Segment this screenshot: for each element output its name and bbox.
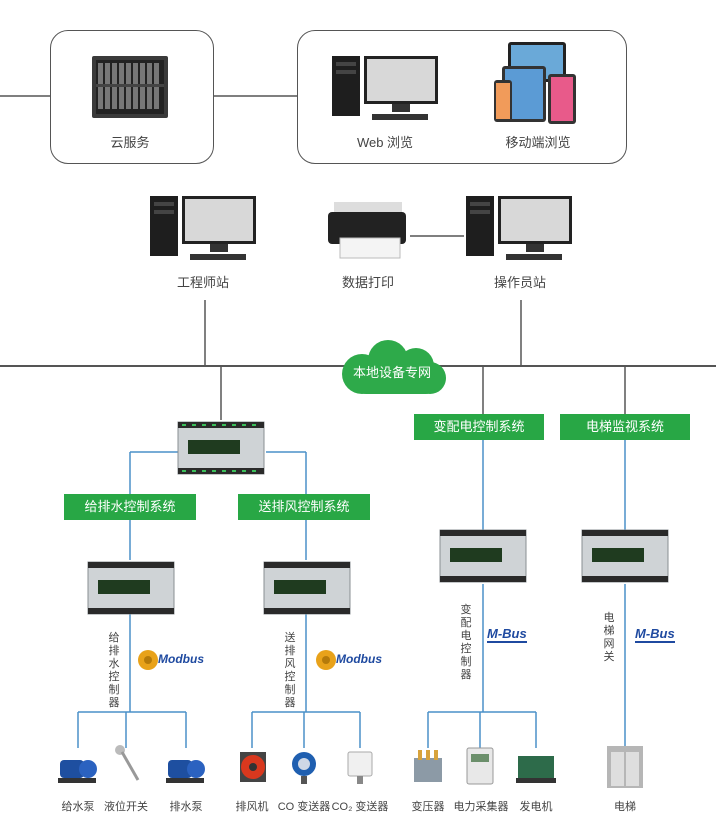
elevator-label: 电梯 bbox=[614, 801, 636, 813]
network-label: 本地设备专网 bbox=[352, 365, 431, 380]
modbus-logo bbox=[138, 650, 158, 670]
mobile-devices-icon bbox=[494, 42, 576, 124]
supply-pump-label: 给水泵 bbox=[61, 801, 95, 813]
power-controller-label: 变配电控制器 bbox=[460, 604, 472, 681]
transformer-label: 变压器 bbox=[411, 801, 445, 813]
subsystem-air: 送排风控制系统 bbox=[238, 494, 370, 520]
subsystem-elevator: 电梯监视系统 bbox=[560, 414, 690, 440]
water-pump-icon bbox=[58, 760, 97, 783]
transformer-icon bbox=[414, 750, 442, 782]
subsystem-water: 给排水控制系统 bbox=[64, 494, 196, 520]
desktop-pc-icon bbox=[150, 196, 256, 260]
subsystem-power: 变配电控制系统 bbox=[414, 414, 544, 440]
elevator-gateway-label: 电梯网关 bbox=[603, 612, 615, 663]
desktop-pc-icon bbox=[332, 56, 438, 120]
data-print-label: 数据打印 bbox=[341, 275, 394, 290]
modbus-logo bbox=[316, 650, 336, 670]
co-sensor-label: CO 变送器 bbox=[277, 801, 331, 813]
plc-controller-icon bbox=[581, 529, 669, 583]
exhaust-fan-label: 排风机 bbox=[235, 801, 269, 813]
mbus-logo: M-Bus bbox=[635, 626, 675, 643]
modbus-label: Modbus bbox=[336, 652, 382, 666]
axial-fan-icon bbox=[240, 752, 266, 782]
generator-icon bbox=[516, 756, 556, 783]
mobile-browse-label: 移动端浏览 bbox=[505, 135, 571, 150]
laser-printer-icon bbox=[328, 202, 406, 259]
water-pump-icon bbox=[166, 760, 205, 783]
modbus-label: Modbus bbox=[158, 652, 204, 666]
cloud-service-label: 云服务 bbox=[110, 135, 150, 150]
plc-controller-icon bbox=[177, 421, 265, 475]
engineer-station-label: 工程师站 bbox=[176, 275, 229, 290]
plc-controller-icon bbox=[87, 561, 175, 615]
water-controller-label: 给排水控制器 bbox=[108, 632, 120, 709]
level-switch-icon bbox=[115, 745, 140, 781]
cloud-icon bbox=[342, 340, 446, 394]
drain-pump-label: 排水泵 bbox=[169, 801, 203, 813]
generator-label: 发电机 bbox=[519, 801, 553, 813]
web-browse-label: Web 浏览 bbox=[356, 135, 414, 150]
plc-controller-icon bbox=[263, 561, 351, 615]
elevator-icon bbox=[607, 746, 643, 788]
level-switch-label: 液位开关 bbox=[104, 801, 148, 813]
co2-sensor-label: CO₂ 变送器 bbox=[331, 801, 389, 813]
gas-sensor-icon bbox=[292, 752, 316, 784]
desktop-pc-icon bbox=[466, 196, 572, 260]
operator-station-label: 操作员站 bbox=[493, 275, 546, 290]
server-rack-icon bbox=[92, 56, 168, 118]
power-meter-label: 电力采集器 bbox=[453, 801, 509, 813]
air-controller-label: 送排风控制器 bbox=[284, 632, 296, 709]
plc-controller-icon bbox=[439, 529, 527, 583]
mbus-logo: M-Bus bbox=[487, 626, 527, 643]
gas-sensor-icon bbox=[347, 751, 373, 784]
meter-icon bbox=[466, 747, 494, 785]
